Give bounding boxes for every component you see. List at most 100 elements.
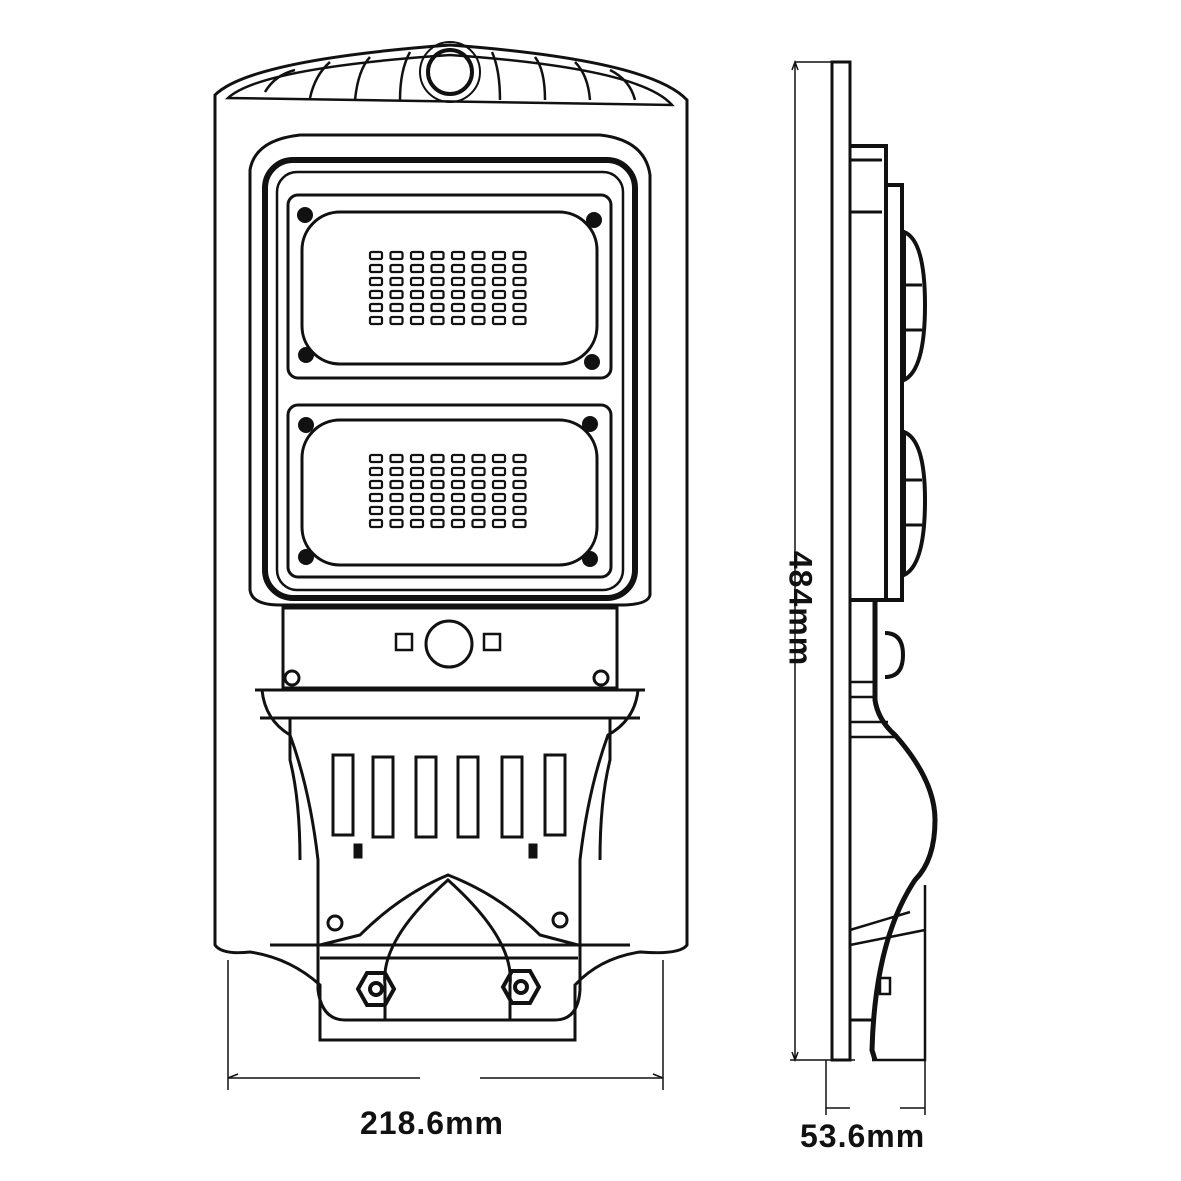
sensor-icon [426, 48, 474, 96]
led-chip [430, 466, 445, 477]
led-chip [430, 302, 445, 313]
led-chip [368, 289, 384, 300]
led-chip [368, 276, 384, 287]
led-chip [368, 518, 384, 529]
led-chip [471, 505, 486, 516]
led-chip [409, 518, 425, 529]
mount-bracket [319, 873, 579, 947]
led-chip [450, 276, 466, 287]
led-chip [368, 492, 384, 503]
vent-slot [456, 755, 480, 839]
led-chip [491, 505, 507, 516]
led-chip [512, 492, 527, 503]
led-chip [389, 289, 404, 300]
led-chip [471, 492, 486, 503]
vent-slot [414, 755, 438, 839]
led-chip [430, 505, 445, 516]
led-chip [471, 479, 486, 490]
panel-frame-outer [248, 133, 652, 607]
led-chip [368, 302, 384, 313]
led-module-2 [286, 403, 613, 579]
led-grid-1 [368, 250, 527, 326]
led-chip [471, 466, 486, 477]
led-chip [368, 505, 384, 516]
led-chip [512, 276, 527, 287]
led-chip [471, 289, 486, 300]
led-chip [409, 250, 425, 261]
led-chip [389, 302, 404, 313]
led-chip [450, 479, 466, 490]
side-module-1 [902, 229, 928, 384]
led-chip [450, 492, 466, 503]
led-chip [409, 479, 425, 490]
led-chip [430, 479, 445, 490]
led-chip [409, 453, 425, 464]
module-screws [297, 207, 602, 567]
led-chip [430, 250, 445, 261]
led-chip [491, 466, 507, 477]
led-chip [368, 466, 384, 477]
led-chip [389, 315, 404, 326]
led-chip [512, 302, 527, 313]
led-chip [491, 315, 507, 326]
led-chip [512, 505, 527, 516]
vent-slot [371, 755, 395, 839]
led-chip [491, 250, 507, 261]
led-chip [450, 289, 466, 300]
housing-outline [213, 43, 689, 1042]
led-chip [512, 479, 527, 490]
vent-slot [331, 753, 355, 837]
panel-frame-inner [262, 157, 638, 601]
led-chip [491, 289, 507, 300]
led-chip [430, 315, 445, 326]
led-chip [491, 479, 507, 490]
led-module-1 [286, 193, 613, 380]
led-chip [430, 492, 445, 503]
led-chip [409, 263, 425, 274]
led-chip [512, 453, 527, 464]
vent-slot [543, 753, 567, 837]
depth-label: 53.6mm [800, 1118, 926, 1154]
led-chip [471, 315, 486, 326]
led-chip [491, 518, 507, 529]
top-ribs [263, 51, 637, 101]
led-chip [409, 505, 425, 516]
led-chip [409, 315, 425, 326]
led-chip [471, 302, 486, 313]
led-chip [389, 505, 404, 516]
led-chip [409, 466, 425, 477]
hex-bolts [355, 969, 542, 1007]
led-chip [512, 518, 527, 529]
led-chip [368, 250, 384, 261]
led-chip [389, 479, 404, 490]
vent-slots [331, 753, 567, 839]
led-chip [409, 302, 425, 313]
control-panel [281, 606, 619, 690]
led-chip [430, 289, 445, 300]
led-chip [430, 518, 445, 529]
led-chip [512, 315, 527, 326]
vent-slot [500, 755, 524, 839]
pir-sensor-icon [424, 619, 474, 669]
height-dimension-line [790, 59, 855, 1063]
led-chip [491, 453, 507, 464]
led-grid-2 [368, 453, 527, 529]
led-chip [450, 302, 466, 313]
top-cap [224, 53, 675, 107]
led-chip [389, 250, 404, 261]
height-label: 484mm [782, 550, 819, 667]
led-chip [430, 276, 445, 287]
led-chip [450, 518, 466, 529]
led-chip [450, 315, 466, 326]
led-chip [450, 453, 466, 464]
led-chip [471, 453, 486, 464]
led-chip [512, 250, 527, 261]
led-chip [368, 453, 384, 464]
led-chip [389, 466, 404, 477]
led-chip [389, 492, 404, 503]
led-chip [512, 466, 527, 477]
led-chip [389, 276, 404, 287]
led-chip [471, 518, 486, 529]
led-chip [368, 479, 384, 490]
